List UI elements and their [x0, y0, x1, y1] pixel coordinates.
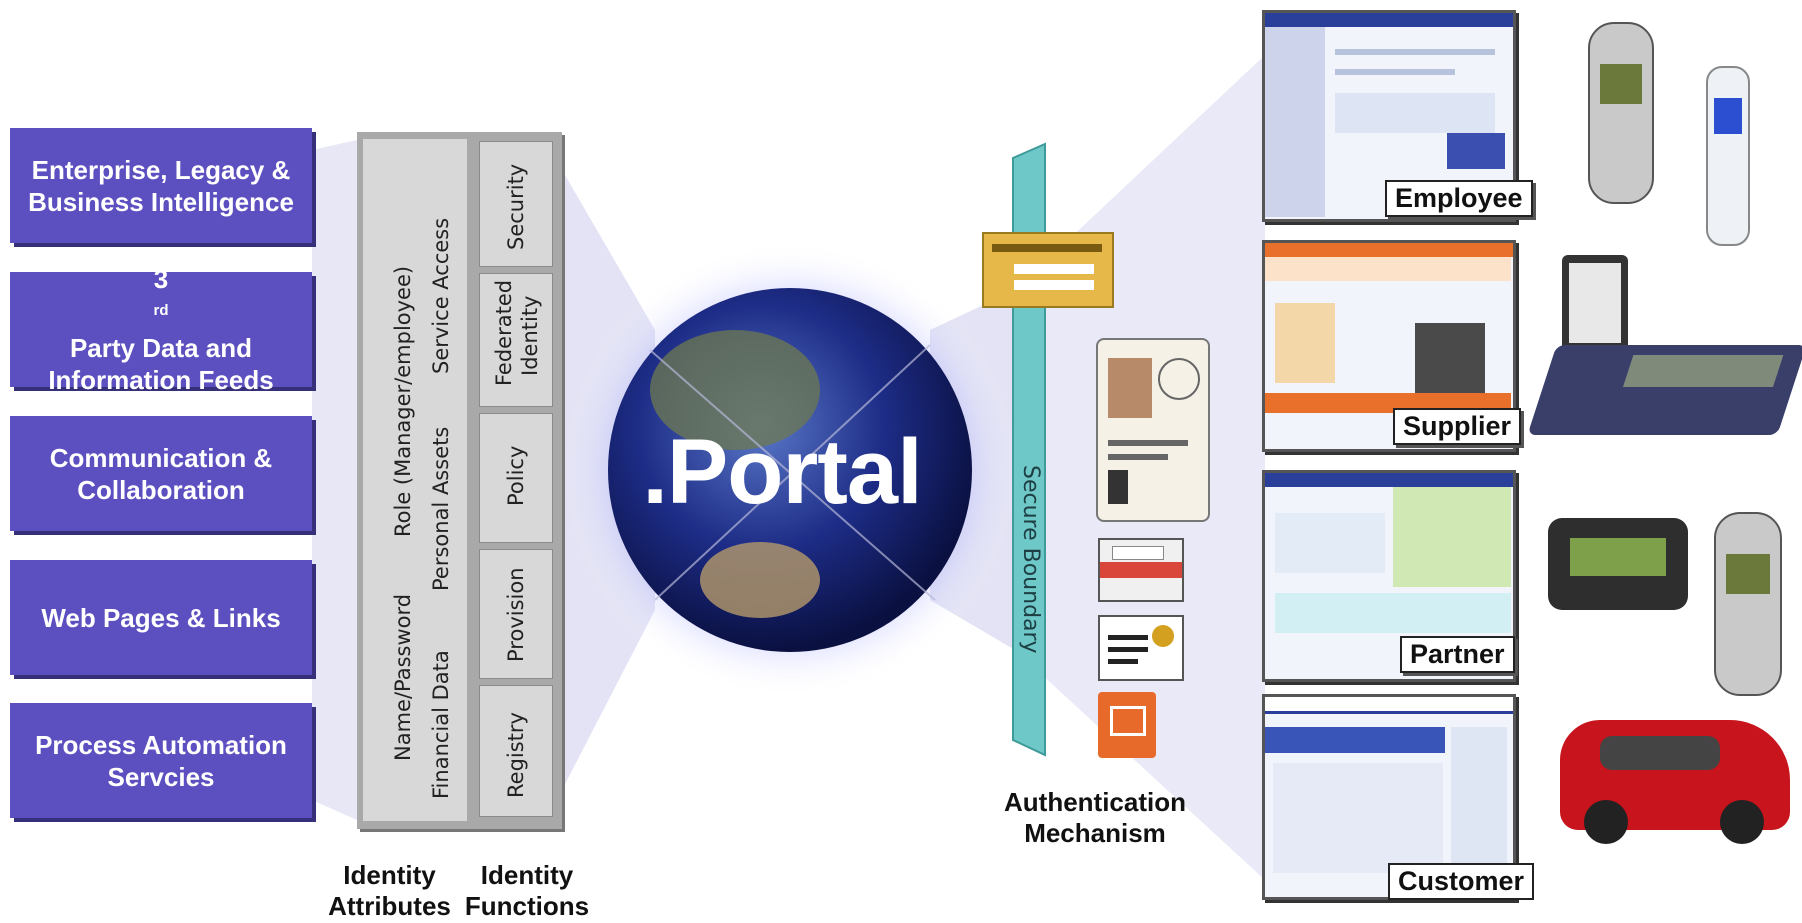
smart-card-icon [1098, 538, 1184, 602]
identity-panel: Name/Password Role (Manager/employee) Fi… [357, 132, 562, 829]
id-card-icon [1096, 338, 1210, 522]
func-federated-identity: Federated Identity [479, 273, 553, 407]
identity-attributes-caption: Identity Attributes [328, 860, 451, 921]
attr-role: Role (Manager/employee) [391, 265, 415, 537]
login-dialog-icon [982, 232, 1114, 308]
certificate-icon [1098, 615, 1184, 681]
service-enterprise-legacy: Enterprise, Legacy &Business Intelligenc… [10, 128, 312, 243]
identity-functions-caption: Identity Functions [464, 860, 590, 921]
pda-image [1562, 255, 1628, 355]
attr-personal-assets: Personal Assets [429, 426, 453, 591]
attr-financial-data: Financial Data [429, 650, 453, 799]
service-communication: Communication &Collaboration [10, 416, 312, 531]
landmass-asia [650, 330, 820, 450]
mobile-phone-image [1588, 22, 1654, 204]
token-device-icon [1098, 692, 1156, 758]
func-security: Security [479, 141, 553, 267]
role-customer: Customer [1388, 863, 1535, 900]
landmass-australia [700, 542, 820, 618]
func-policy: Policy [479, 413, 553, 543]
cell-phone-image [1706, 66, 1750, 246]
authentication-caption: Authentication Mechanism [1004, 787, 1186, 848]
attr-service-access: Service Access [429, 217, 453, 374]
role-partner: Partner [1400, 636, 1515, 673]
handheld-pc-image [1527, 345, 1802, 435]
identity-attributes-column: Name/Password Role (Manager/employee) Fi… [363, 139, 467, 821]
identity-functions-column: Security Federated Identity Policy Provi… [475, 139, 557, 821]
globe-cross-1 [649, 349, 936, 601]
left-funnel [312, 140, 357, 820]
service-web-pages: Web Pages & Links [10, 560, 312, 675]
func-registry: Registry [479, 685, 553, 817]
portal-label: .Portal [642, 421, 922, 523]
partner-portal-screenshot [1262, 470, 1516, 682]
func-provision: Provision [479, 549, 553, 679]
globe-cross-2 [654, 344, 931, 601]
mobile-phone-2-image [1714, 512, 1782, 696]
role-employee: Employee [1385, 180, 1533, 217]
pager-image [1548, 518, 1688, 610]
employee-portal-screenshot [1262, 10, 1516, 222]
role-supplier: Supplier [1393, 408, 1522, 445]
secure-boundary-label: Secure Boundary [1018, 465, 1043, 654]
car-image [1560, 720, 1790, 844]
attr-name-password: Name/Password [391, 593, 415, 761]
